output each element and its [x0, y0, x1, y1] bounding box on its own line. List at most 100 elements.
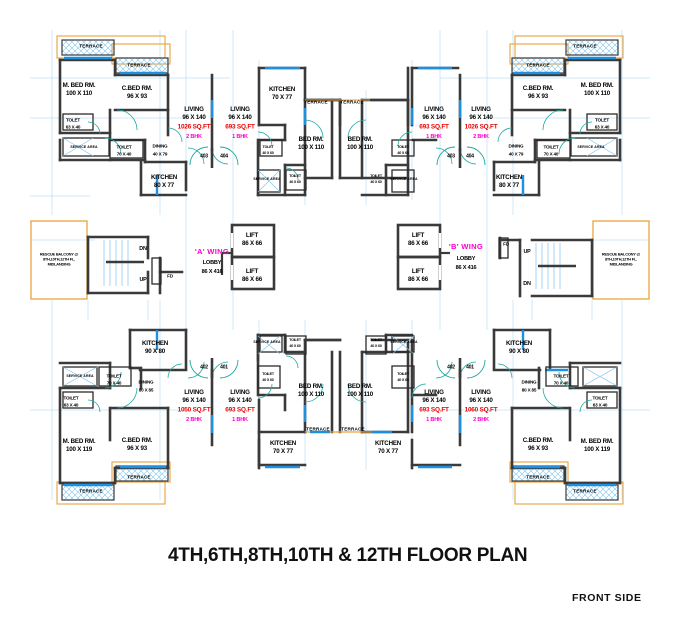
- plan-label: C.BED RM.: [121, 436, 153, 444]
- plan-label: SERVICE AREA: [70, 145, 98, 150]
- plan-label: 70 X 40: [553, 380, 569, 386]
- plan-label: 100 X 110: [583, 89, 611, 97]
- plan-label: TOILET: [289, 338, 301, 343]
- plan-label: KITCHEN: [150, 173, 178, 181]
- plan-label: 63 X 40: [65, 124, 81, 130]
- plan-label: 96 X 140: [469, 113, 493, 121]
- plan-label: 402: [447, 364, 455, 371]
- plan-label: TOILET: [289, 174, 301, 179]
- plan-label: 100 X 110: [297, 390, 325, 398]
- plan-label: 693 SQ.FT: [225, 123, 255, 131]
- plan-label: TERRACE: [127, 62, 151, 68]
- flat-bottom-right-1bhk: [347, 333, 477, 470]
- plan-label: 100 X 110: [65, 89, 93, 97]
- plan-label: 2 BHK: [186, 134, 202, 141]
- plan-label: 80 X 77: [499, 181, 519, 189]
- plan-label: 70 X 40: [106, 380, 122, 386]
- plan-label: 1 BHK: [232, 134, 248, 141]
- plan-label: 63 X 40: [592, 402, 608, 408]
- plan-label: BED RM.: [298, 135, 324, 143]
- plan-label: SERVICE AREA: [253, 177, 281, 182]
- plan-label: TOILET: [370, 174, 382, 179]
- plan-label: KITCHEN: [495, 173, 523, 181]
- plan-label: TOILET: [397, 145, 409, 150]
- plan-label: 'A' WING: [194, 247, 230, 257]
- plan-label: 40 X 60: [397, 151, 409, 156]
- plan-label: 404: [220, 153, 228, 160]
- plan-label: 86 X 416: [201, 269, 223, 276]
- plan-label: 96 X 93: [127, 444, 147, 452]
- flat-number-arcs: [189, 146, 486, 379]
- plan-label: TERRACE: [79, 488, 103, 494]
- lift-bank-a: [220, 223, 276, 291]
- plan-label: 100 X 110: [346, 390, 374, 398]
- plan-label: 1050 SQ.FT: [177, 406, 211, 414]
- plan-label: BED RM.: [298, 382, 324, 390]
- plan-label: 693 SQ.FT: [419, 123, 449, 131]
- plan-label: LIVING: [471, 105, 491, 113]
- plan-label: 96 X 140: [422, 113, 446, 121]
- flat-bottom-right-2bhk: [492, 328, 624, 505]
- plan-label: 1026 SQ.FT: [464, 123, 498, 131]
- plan-label: 70 X 40: [543, 151, 559, 157]
- plan-label: LIFT: [411, 267, 425, 275]
- plan-label: 100 X 110: [297, 143, 325, 151]
- plan-label: FD: [167, 273, 173, 279]
- plan-label: SERVICE AREA: [390, 340, 418, 345]
- plan-label: TERRACE: [573, 43, 597, 49]
- plan-label: 96 X 93: [528, 92, 548, 100]
- plan-label: 401: [220, 364, 228, 371]
- plan-label: C.BED RM.: [522, 84, 554, 92]
- plan-label: LIVING: [184, 388, 204, 396]
- plan-label: 403: [447, 153, 455, 160]
- plan-label: LOBBY: [202, 260, 222, 267]
- plan-label: TERRACE: [306, 426, 330, 432]
- plan-label: 96 X 140: [422, 396, 446, 404]
- plan-label: LIVING: [471, 388, 491, 396]
- plan-label: 2 BHK: [473, 417, 489, 424]
- flat-top-right-2bhk: [492, 35, 624, 197]
- plan-label: 'B' WING: [448, 242, 484, 252]
- plan-label: TOLET: [66, 117, 80, 123]
- plan-label: BED RM.: [347, 135, 373, 143]
- plan-label: 40 X 60: [370, 180, 382, 185]
- plan-label: 100 X 110: [346, 143, 374, 151]
- plan-label: 80 X 77: [154, 181, 174, 189]
- plan-label: DINING: [138, 379, 154, 385]
- plan-label: 40 X 60: [397, 378, 409, 383]
- plan-label: 86 X 66: [242, 275, 262, 283]
- plan-label: TOLET: [262, 145, 274, 150]
- plan-label: UP: [523, 249, 531, 256]
- plan-label: 96 X 93: [127, 92, 147, 100]
- plan-label: TOILET: [262, 372, 274, 377]
- plan-label: KITCHEN: [374, 439, 402, 447]
- center-top-bedrooms: [303, 66, 410, 197]
- plan-label: 63 X 40: [594, 124, 610, 130]
- plan-label: 100 X 119: [65, 445, 93, 453]
- plan-label: 403: [200, 153, 208, 160]
- plan-label: C.BED RM.: [522, 436, 554, 444]
- plan-label: LIFT: [245, 267, 259, 275]
- plan-label: 80 X 85: [138, 387, 154, 393]
- plan-label: LIVING: [184, 105, 204, 113]
- plan-label: 63 X 40: [63, 402, 79, 408]
- plan-label: 86 X 416: [455, 265, 477, 272]
- plan-label: TOILET: [543, 144, 559, 150]
- plan-label: 96 X 93: [528, 444, 548, 452]
- plan-label: TOILET: [116, 144, 132, 150]
- entry-wall-stubs: [210, 148, 462, 378]
- plan-label: TOLET: [595, 117, 609, 123]
- plan-label: 1 BHK: [426, 134, 442, 141]
- plan-label: TOILET: [553, 373, 569, 379]
- plan-label: TOILET: [397, 372, 409, 377]
- plan-label: 404: [466, 153, 474, 160]
- plan-label: 40 X 60: [262, 151, 274, 156]
- flat-bottom-left-1bhk: [187, 333, 342, 470]
- plan-label: 40 X 79: [508, 151, 524, 157]
- plan-label: LIFT: [245, 231, 259, 239]
- plan-label: 1 BHK: [426, 417, 442, 424]
- stair-block-b: [498, 220, 650, 320]
- plan-label: M. BED RM.: [580, 81, 614, 89]
- plan-label: TERRACE: [79, 43, 103, 49]
